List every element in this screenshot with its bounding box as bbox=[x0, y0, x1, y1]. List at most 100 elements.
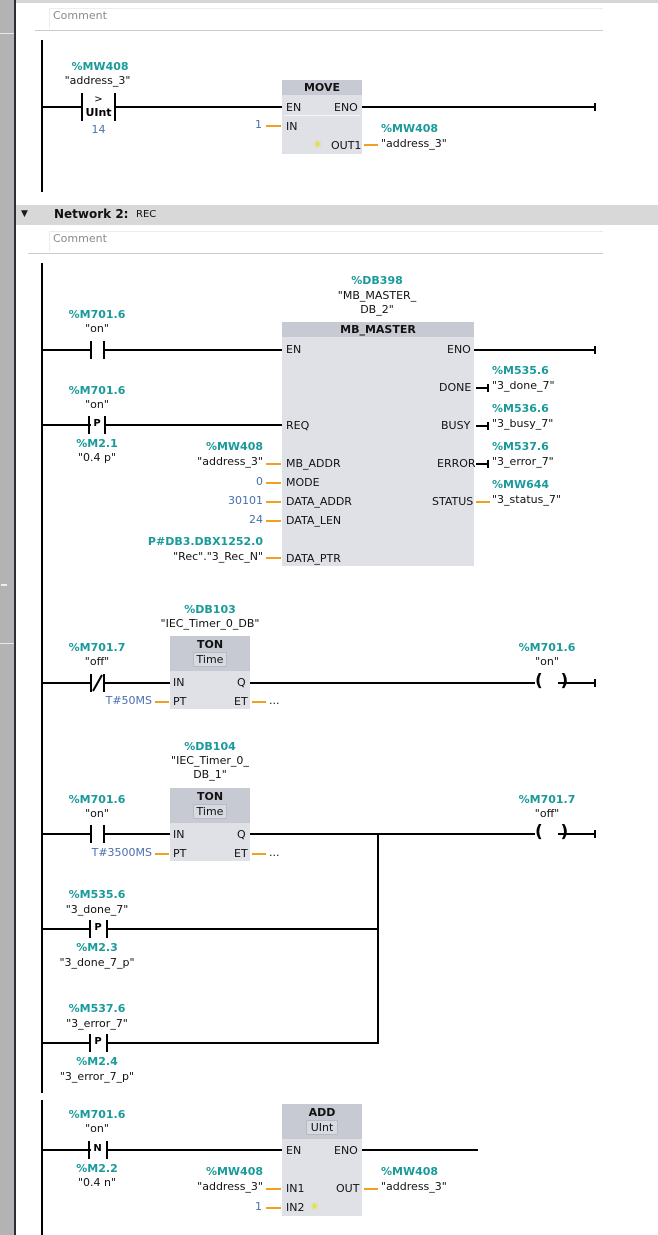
compare-type[interactable]: UInt bbox=[85, 106, 112, 119]
collapse-triangle-icon[interactable]: ▼ bbox=[21, 209, 28, 219]
timer1-et-value[interactable]: ... bbox=[269, 694, 280, 707]
busy-address: %M536.6 bbox=[492, 402, 549, 415]
contact-address: %M535.6 bbox=[68, 888, 126, 901]
wire bbox=[41, 833, 91, 835]
compare-bar-left bbox=[81, 93, 83, 121]
add-title: ADD bbox=[308, 1106, 336, 1119]
network-name[interactable]: REC bbox=[136, 209, 157, 220]
contact-address: %M701.7 bbox=[68, 641, 126, 654]
move-in-value[interactable]: 1 bbox=[255, 118, 262, 131]
timer1-pt-value[interactable]: T#50MS bbox=[105, 694, 152, 707]
network2-comment-field[interactable]: Comment bbox=[49, 231, 603, 251]
wire bbox=[362, 1149, 478, 1151]
contact-symbol[interactable]: "on" bbox=[85, 807, 109, 820]
n-contact-icon[interactable] bbox=[88, 1141, 90, 1159]
p-contact-icon[interactable] bbox=[89, 920, 91, 938]
comment-divider bbox=[35, 30, 603, 31]
coil-icon[interactable]: ( ) bbox=[535, 671, 569, 691]
no-contact-icon[interactable] bbox=[90, 341, 92, 359]
contact-symbol[interactable]: "3_done_7" bbox=[65, 903, 129, 916]
wire bbox=[250, 682, 535, 684]
sidebar-marker bbox=[1, 584, 7, 586]
add-pin-star-icon[interactable]: ✳ bbox=[313, 138, 323, 151]
ton-timer2-block[interactable]: TON Time bbox=[170, 788, 250, 861]
compare-operator: > bbox=[94, 94, 103, 105]
data-addr-value[interactable]: 30101 bbox=[228, 494, 263, 507]
contact-symbol[interactable]: "on" bbox=[85, 398, 109, 411]
timer-pin-q: Q bbox=[237, 676, 246, 689]
data-len-value[interactable]: 24 bbox=[249, 513, 263, 526]
edge-symbol[interactable]: "3_error_7_p" bbox=[59, 1070, 135, 1083]
mb-addr-symbol[interactable]: "address_3" bbox=[197, 455, 263, 468]
ton-timer1-block[interactable]: TON Time bbox=[170, 636, 250, 709]
contact-symbol[interactable]: "off" bbox=[84, 655, 110, 668]
wire bbox=[104, 682, 170, 684]
add-pin-star-icon[interactable]: ✳ bbox=[310, 1200, 320, 1213]
operand-wire bbox=[364, 144, 378, 146]
mb-pin-busy: BUSY bbox=[441, 419, 471, 432]
coil-icon[interactable]: ( ) bbox=[535, 822, 569, 842]
coil-symbol[interactable]: "off" bbox=[534, 807, 560, 820]
contact-symbol[interactable]: "3_error_7" bbox=[66, 1017, 128, 1030]
mb-master-instance-symbol[interactable]: "MB_MASTER_ bbox=[337, 289, 417, 302]
mb-pin-error: ERROR bbox=[437, 457, 476, 470]
add-type-selector[interactable]: UInt bbox=[306, 1120, 338, 1135]
mb-pin-eno: ENO bbox=[447, 343, 471, 356]
edge-address: %M2.1 bbox=[76, 437, 118, 450]
contact-address: %M701.6 bbox=[68, 793, 126, 806]
wire bbox=[104, 349, 282, 351]
add-in2-value[interactable]: 1 bbox=[255, 1200, 262, 1213]
mode-value[interactable]: 0 bbox=[256, 475, 263, 488]
network1-comment-field[interactable]: Comment bbox=[49, 8, 603, 28]
comment-divider bbox=[28, 253, 603, 254]
coil-address: %M701.7 bbox=[518, 793, 576, 806]
mb-master-block[interactable]: MB_MASTER bbox=[282, 322, 474, 566]
nc-contact-icon[interactable] bbox=[90, 674, 92, 692]
done-symbol[interactable]: "3_done_7" bbox=[492, 379, 555, 392]
timer-type-selector[interactable]: Time bbox=[193, 804, 227, 819]
mb-master-instance-address: %DB398 bbox=[351, 274, 403, 287]
timer-type-selector[interactable]: Time bbox=[193, 652, 227, 667]
wire bbox=[116, 106, 282, 108]
add-in1-symbol[interactable]: "address_3" bbox=[197, 1180, 263, 1193]
timer2-et-value[interactable]: ... bbox=[269, 846, 280, 859]
timer1-instance-symbol[interactable]: "IEC_Timer_0_DB" bbox=[160, 617, 260, 630]
move-pin-in: IN bbox=[286, 120, 298, 133]
edge-symbol[interactable]: "3_done_7_p" bbox=[59, 956, 135, 969]
p-contact-icon[interactable] bbox=[89, 1034, 91, 1052]
wire bbox=[362, 106, 596, 108]
edge-symbol[interactable]: "0.4 p" bbox=[77, 451, 117, 464]
timer2-pt-value[interactable]: T#3500MS bbox=[91, 846, 152, 859]
status-symbol[interactable]: "3_status_7" bbox=[492, 493, 561, 506]
contact-symbol[interactable]: "on" bbox=[85, 322, 109, 335]
timer-pin-pt: PT bbox=[173, 695, 187, 708]
timer2-instance-symbol[interactable]: "IEC_Timer_0_ bbox=[171, 754, 249, 767]
wire bbox=[476, 425, 488, 427]
wire bbox=[474, 349, 596, 351]
edge-symbol[interactable]: "0.4 n" bbox=[77, 1176, 117, 1189]
p-contact-icon[interactable] bbox=[88, 416, 90, 434]
wire bbox=[107, 1042, 379, 1044]
error-symbol[interactable]: "3_error_7" bbox=[492, 455, 554, 468]
move-out-address: %MW408 bbox=[381, 122, 439, 135]
coil-symbol[interactable]: "on" bbox=[535, 655, 559, 668]
n-contact-label: N bbox=[93, 1143, 102, 1154]
power-rail bbox=[41, 1100, 43, 1235]
move-out-symbol[interactable]: "address_3" bbox=[381, 137, 447, 150]
mb-pin-data-addr: DATA_ADDR bbox=[286, 495, 352, 508]
wire-end bbox=[487, 384, 489, 392]
timer-title: TON bbox=[196, 638, 224, 651]
add-out-symbol[interactable]: "address_3" bbox=[381, 1180, 447, 1193]
busy-symbol[interactable]: "3_busy_7" bbox=[492, 417, 554, 430]
mb-pin-en: EN bbox=[286, 343, 302, 356]
data-ptr-symbol[interactable]: "Rec"."3_Rec_N" bbox=[173, 550, 263, 563]
move-block[interactable]: MOVE bbox=[282, 80, 362, 154]
contact-symbol[interactable]: "on" bbox=[85, 1122, 109, 1135]
move-pin-en: EN bbox=[286, 101, 302, 114]
coil-address: %M701.6 bbox=[518, 641, 576, 654]
move-pin-out1: OUT1 bbox=[331, 139, 362, 152]
network2-header[interactable]: ▼ Network 2: REC bbox=[16, 205, 658, 225]
add-block[interactable]: ADD UInt bbox=[282, 1104, 362, 1216]
no-contact-icon[interactable] bbox=[90, 825, 92, 843]
compare-value[interactable]: 14 bbox=[91, 123, 106, 136]
